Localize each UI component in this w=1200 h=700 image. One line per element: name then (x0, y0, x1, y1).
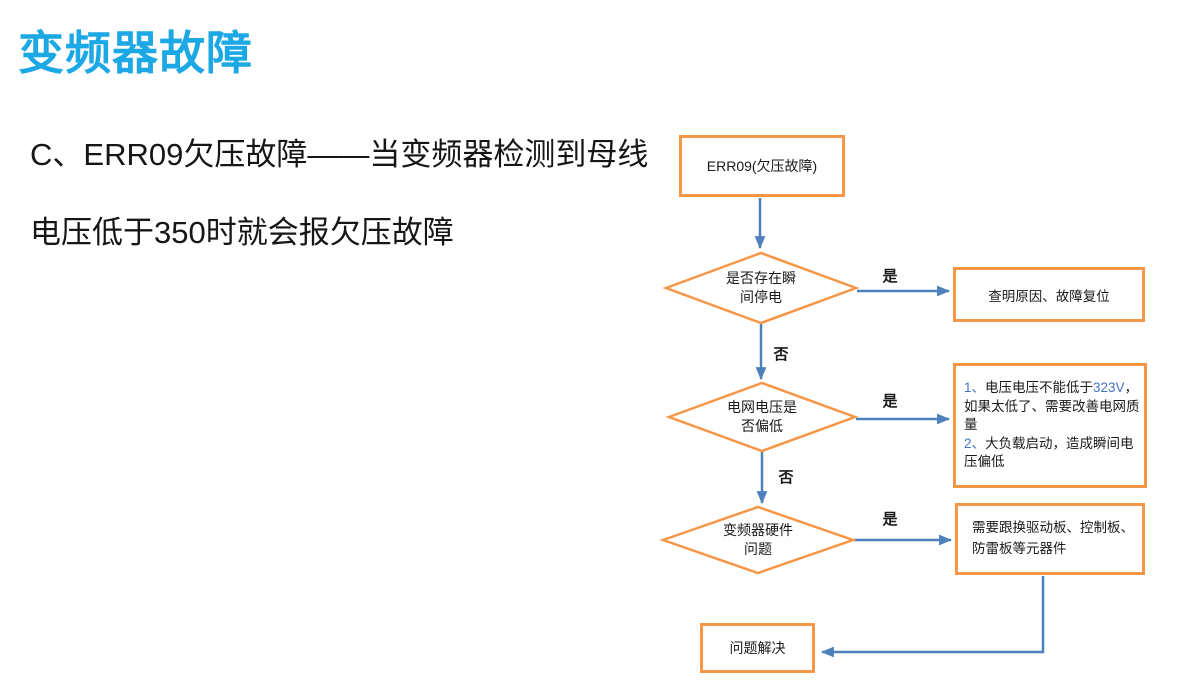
branch-label-yes-2: 是 (882, 393, 898, 410)
description-line-2: 电压低于350时就会报欠压故障 (30, 215, 454, 250)
end-node: 问题解决 (700, 623, 815, 673)
item2-text: 大负载启动，造成瞬间电压偏低 (964, 435, 1134, 470)
item1-text-a: 电压电压不能低于 (985, 379, 1094, 395)
result-grid-voltage-item1: 1、电压电压不能低于323V，如果太低了、需要改善电网质量 (964, 379, 1141, 435)
page-title: 变频器故障 (18, 27, 253, 79)
end-node-label: 问题解决 (729, 640, 786, 656)
decision-power-outage-label: 是否存在瞬 间停电 (726, 270, 796, 305)
item1-number: 1、 (964, 379, 986, 395)
branch-label-no-1: 否 (773, 346, 789, 363)
branch-label-no-2: 否 (778, 469, 794, 486)
result-hardware-node: 需要跟换驱动板、控制板、防雷板等元器件 (955, 503, 1145, 575)
decision-grid-voltage-label: 电网电压是 否偏低 (727, 399, 797, 434)
result-hardware-label: 需要跟换驱动板、控制板、防雷板等元器件 (972, 520, 1134, 556)
result-grid-voltage-node: 1、电压电压不能低于323V，如果太低了、需要改善电网质量 2、大负载启动，造成… (953, 363, 1147, 488)
item1-text-b: ，如果太低了、需要改善电网质量 (964, 379, 1140, 433)
connector-hardware-to-end (820, 576, 1045, 658)
decision-power-outage-shape (662, 251, 860, 325)
description-line-1: C、ERR09欠压故障——当变频器检测到母线 (30, 137, 649, 172)
item1-value: 323V (1093, 379, 1125, 395)
decision-hardware-shape (659, 505, 857, 575)
result-power-outage-label: 查明原因、故障复位 (988, 288, 1110, 304)
branch-label-yes-3: 是 (882, 511, 898, 528)
branch-label-yes-1: 是 (882, 268, 898, 285)
start-node-label: ERR09(欠压故障) (706, 158, 818, 174)
item2-number: 2、 (964, 435, 986, 451)
start-node: ERR09(欠压故障) (679, 135, 845, 197)
decision-grid-voltage-shape (665, 381, 859, 453)
decision-hardware-label: 变频器硬件 问题 (723, 522, 793, 557)
result-power-outage-node: 查明原因、故障复位 (953, 267, 1145, 322)
result-grid-voltage-item2: 2、大负载启动，造成瞬间电压偏低 (964, 435, 1141, 472)
